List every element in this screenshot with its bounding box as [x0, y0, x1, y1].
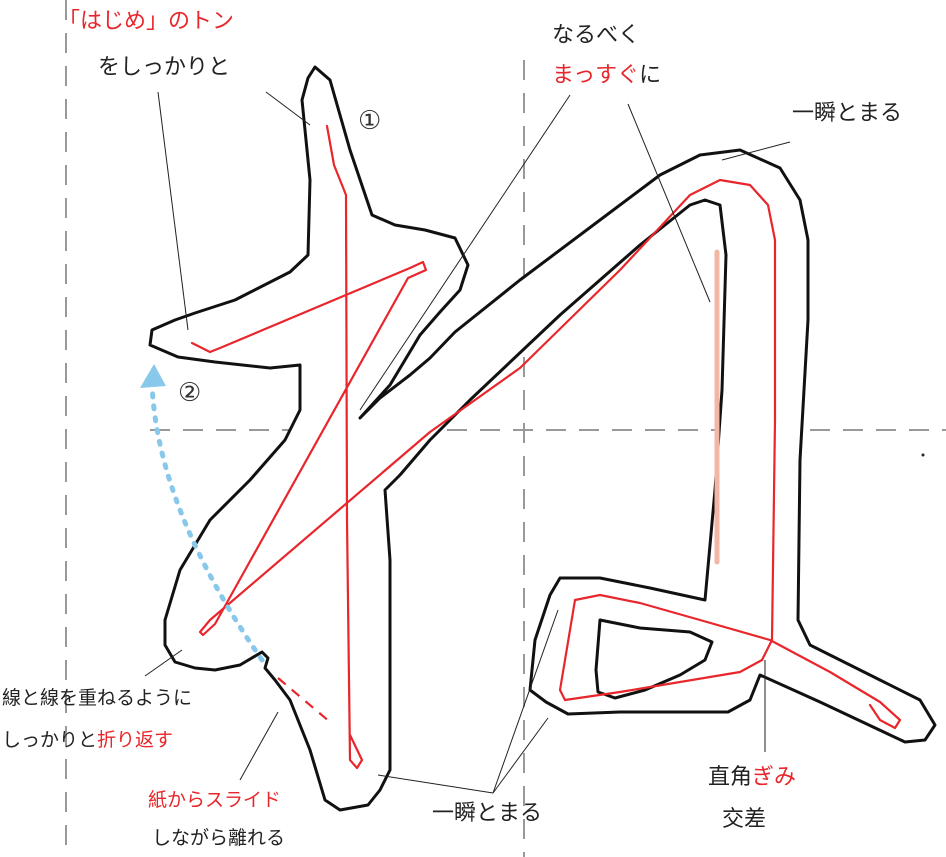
leader-massugu-1: [359, 94, 571, 411]
leader-slide: [239, 711, 279, 781]
guide-lines: [65, 0, 946, 857]
leader-isshun-top: [721, 141, 791, 161]
character-outline-left: [148, 65, 937, 812]
label-isshun-tomaru-bottom: 一瞬とまる: [432, 801, 543, 826]
stroke-two-path: [190, 178, 902, 730]
label-sen-to-sen: 線と線を重ねるように: [2, 687, 193, 709]
label-narubeku: なるべく: [552, 23, 641, 48]
label-massugu-red: まっすぐ: [552, 63, 640, 88]
label-chokkaku-gimi: 直角ぎみ: [708, 764, 796, 792]
stroke-number-2: ②: [178, 378, 202, 408]
label-orikaesu-red: 折り返す: [97, 729, 174, 751]
stray-dot: [921, 453, 925, 457]
direction-arrow-line: [149, 382, 265, 663]
label-shikkari-to-2: しっかりと: [2, 729, 98, 751]
leader-lines: [144, 91, 791, 794]
leader-isshun-bottom-3: [492, 717, 549, 794]
stroke-number-1: ①: [358, 106, 382, 136]
label-kousa: 交差: [722, 807, 767, 832]
stroke-order-path: [190, 124, 902, 770]
leader-hajime-2: [265, 91, 311, 126]
label-gimi-red: ぎみ: [752, 765, 797, 790]
character-outline-hole: [594, 618, 714, 700]
leader-massugu-2: [627, 103, 711, 303]
label-hanareru: しながら離れる: [152, 827, 286, 849]
direction-arrow-head: [140, 364, 166, 388]
label-ni: に: [639, 63, 662, 88]
label-chokkaku: 直角: [708, 765, 753, 790]
label-shikkari-to: をしっかりと: [98, 55, 231, 80]
leader-isshun-bottom-1: [377, 774, 494, 794]
label-isshun-tomaru-top: 一瞬とまる: [792, 101, 903, 126]
stroke-one-path: [325, 124, 364, 770]
label-massugu-ni: まっすぐに: [552, 62, 661, 90]
leader-isshun-bottom-2: [492, 609, 559, 794]
stroke-one-lift-segment: [277, 677, 331, 723]
label-orikaesu: しっかりと折り返す: [2, 728, 173, 752]
label-hajime-ton: 「はじめ」のトン: [58, 9, 235, 34]
leader-orikaesu: [144, 649, 183, 677]
label-kami-kara-slide: 紙からスライド: [148, 789, 282, 811]
leader-hajime: [157, 91, 189, 331]
